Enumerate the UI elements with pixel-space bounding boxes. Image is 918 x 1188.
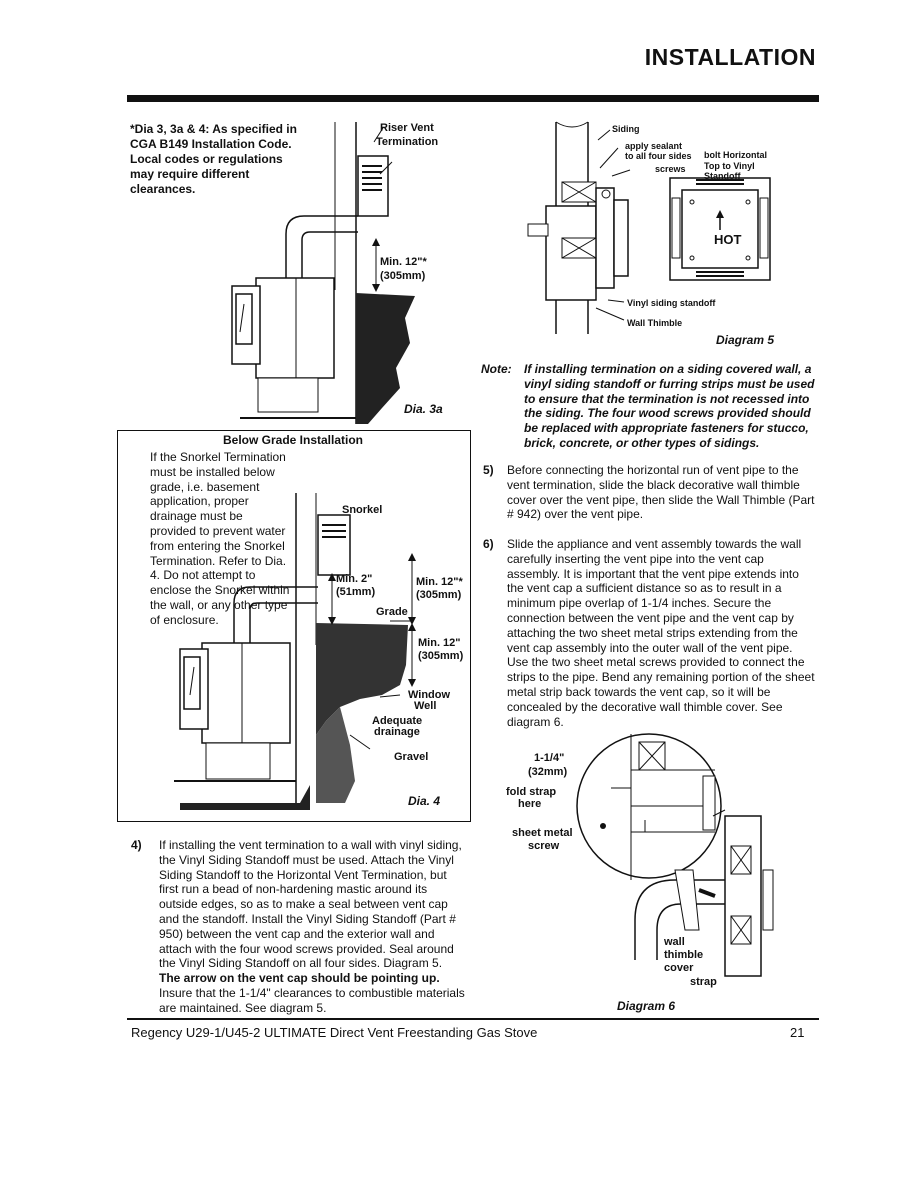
d5-vinyl-standoff: Vinyl siding standoff bbox=[627, 298, 716, 308]
below-grade-title: Below Grade Installation bbox=[222, 433, 364, 447]
grade-label: Grade bbox=[376, 606, 408, 618]
diagram6-caption: Diagram 6 bbox=[617, 999, 676, 1013]
d5-bolt-1: bolt Horizontal bbox=[704, 150, 767, 160]
window-label-2: Well bbox=[414, 700, 437, 712]
riser-label-2: Termination bbox=[376, 136, 439, 148]
dia3a-caption: Dia. 3a bbox=[404, 402, 443, 416]
snorkel-label: Snorkel bbox=[342, 504, 383, 516]
d6-fold-1: fold strap bbox=[506, 786, 557, 798]
d5-bolt-2: Top to Vinyl bbox=[704, 161, 755, 171]
d6-overlap-2: (32mm) bbox=[528, 766, 568, 778]
below-grade-text: If the Snorkel Termination must be insta… bbox=[150, 450, 290, 627]
d6-screw-1: sheet metal bbox=[512, 827, 573, 839]
d6-thimble-2: thimble bbox=[664, 949, 704, 961]
d6-screw-2: screw bbox=[528, 840, 560, 852]
d6-thimble-3: cover bbox=[664, 962, 694, 974]
step6-number: 6) bbox=[483, 537, 494, 551]
dia3-min-mm: (305mm) bbox=[380, 270, 426, 282]
gravel-label: Gravel bbox=[394, 751, 429, 763]
step5-number: 5) bbox=[483, 463, 494, 477]
min12a-label: Min. 12"* bbox=[416, 576, 463, 588]
step4-text: If installing the vent termination to a … bbox=[159, 838, 465, 1016]
header-rule bbox=[127, 95, 819, 102]
adequate-label-1: Adequate bbox=[372, 715, 423, 727]
d5-sealant-1: apply sealant bbox=[625, 141, 683, 151]
footer-title: Regency U29-1/U45-2 ULTIMATE Direct Vent… bbox=[131, 1025, 538, 1040]
d5-wall-thimble: Wall Thimble bbox=[627, 318, 683, 328]
min12b-label: Min. 12" bbox=[418, 637, 461, 649]
step4-number: 4) bbox=[131, 838, 142, 852]
dia4-caption: Dia. 4 bbox=[408, 794, 441, 808]
below-grade-box bbox=[117, 430, 471, 822]
footer-rule bbox=[127, 1018, 819, 1020]
d6-overlap-1: 1-1/4" bbox=[534, 752, 565, 764]
diagram6-figure bbox=[576, 733, 774, 977]
note-label: Note: bbox=[481, 362, 512, 376]
window-label-1: Window bbox=[408, 689, 451, 701]
d6-strap: strap bbox=[690, 976, 717, 988]
page-title: INSTALLATION bbox=[644, 44, 816, 70]
riser-label-1: Riser Vent bbox=[380, 122, 434, 134]
min2-label: Min. 2" bbox=[336, 573, 373, 585]
min12b-mm: (305mm) bbox=[418, 650, 464, 662]
d5-siding-label: Siding bbox=[612, 124, 640, 134]
d5-bolt-3: Standoff bbox=[704, 171, 741, 181]
page-number: 21 bbox=[790, 1025, 805, 1040]
d5-screws: screws bbox=[655, 164, 686, 174]
step4-text-bold: The arrow on the vent cap should be poin… bbox=[159, 971, 440, 986]
step5-text: Before connecting the horizontal run of … bbox=[507, 463, 815, 522]
step4-text-b: Insure that the 1-1/4" clearances to com… bbox=[159, 985, 465, 1015]
d6-thimble-1: wall bbox=[664, 936, 685, 948]
diagram5-figure bbox=[527, 121, 771, 334]
d5-sealant-2: to all four sides bbox=[625, 151, 692, 161]
min12a-mm: (305mm) bbox=[416, 589, 462, 601]
min2-mm: (51mm) bbox=[336, 586, 376, 598]
dia4-figure bbox=[174, 493, 416, 810]
adequate-label-2: drainage bbox=[374, 726, 420, 738]
note-text: If installing termination on a siding co… bbox=[524, 362, 815, 450]
diagram5-caption: Diagram 5 bbox=[716, 333, 775, 347]
dia3-clearance-note: *Dia 3, 3a & 4: As specified in CGA B149… bbox=[130, 122, 297, 196]
step6-text: Slide the appliance and vent assembly to… bbox=[507, 537, 815, 729]
d5-hot-label: HOT bbox=[714, 232, 742, 247]
step4-text-a: If installing the vent termination to a … bbox=[159, 838, 462, 971]
dia3-min-label: Min. 12"* bbox=[380, 256, 427, 268]
d6-fold-2: here bbox=[518, 798, 542, 810]
dia3a-figure bbox=[231, 122, 415, 424]
